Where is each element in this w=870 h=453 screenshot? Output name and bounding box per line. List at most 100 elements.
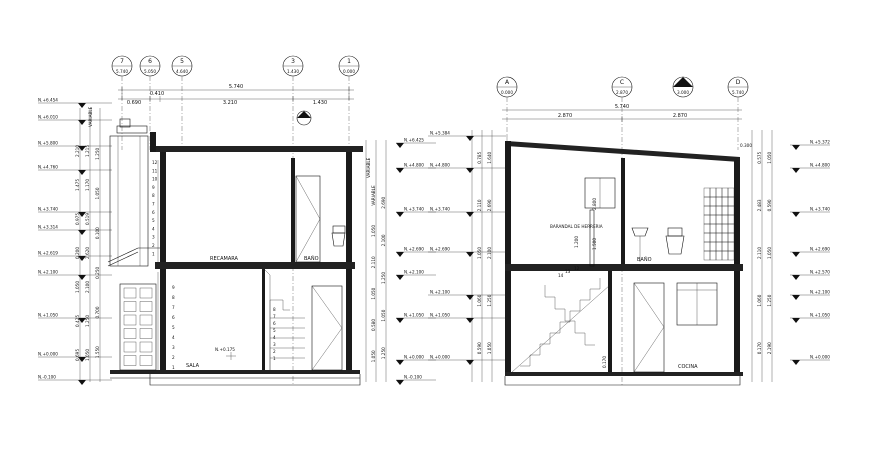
tile <box>715 223 723 234</box>
tile <box>721 250 729 261</box>
variable-label: VARIABLE <box>88 106 93 127</box>
dimension-label: 0.785 <box>477 151 482 163</box>
tile <box>709 205 717 216</box>
axis-id: 5 <box>180 58 184 65</box>
level-label: N.+3.740 <box>430 207 450 212</box>
axis-id: 7 <box>120 58 124 65</box>
level-marker: N.-0.100 <box>38 375 112 385</box>
variable-label-right: VARIABLE <box>366 157 371 178</box>
level-label: N.+2.570 <box>810 270 830 275</box>
dimension-label: 1.050 <box>371 225 376 237</box>
dimension-label: 1.250 <box>381 272 386 284</box>
right-stair-numbers: 14 13 12 <box>558 266 580 278</box>
dimension-label: 1.050 <box>85 349 90 361</box>
dimension-label: 2.870 <box>673 113 687 119</box>
axis-bubble-7: 7 5.740 <box>111 55 133 77</box>
left-level-markers: N.+6.454N.+6.010N.+5.800N.+4.760N.+3.740… <box>38 98 112 385</box>
kitchen-door <box>311 285 343 371</box>
axis-id: A <box>505 79 510 86</box>
dimension-label: 2.110 <box>757 247 762 259</box>
left-right-dimension-lines <box>365 140 387 382</box>
level-marker: N.-0.100 <box>396 375 436 385</box>
axis-bubble-5: 5 4.640 <box>171 55 193 77</box>
axis-value: 5.050 <box>144 69 156 74</box>
wall <box>346 269 352 371</box>
level-label: N.+2.690 <box>810 247 830 252</box>
level-label: N.+4.760 <box>38 165 58 170</box>
dimension-label: 2.110 <box>371 256 376 268</box>
stair-number: 7 <box>152 202 155 207</box>
door-panel <box>139 328 153 339</box>
sink-icon <box>631 227 649 237</box>
stair-number: 6 <box>152 210 155 215</box>
dimension-label: 0.575 <box>757 151 762 163</box>
dimension-label: 1.060 <box>477 294 482 306</box>
axis-value: 4.640 <box>176 69 188 74</box>
level-label: N.+2.100 <box>38 270 58 275</box>
overall-dimension: 5.740 <box>229 84 243 90</box>
level-label: N.+3.740 <box>38 207 58 212</box>
dimension-label: 2.100 <box>487 247 492 259</box>
mezzanine-slab <box>155 262 355 269</box>
level-label: N.+1.050 <box>404 313 424 318</box>
dimension-label: 2.800 <box>592 198 597 210</box>
stair-number: 11 <box>152 168 158 173</box>
level-marker: N.+5.372 <box>790 140 830 150</box>
stair-number: 2 <box>172 355 175 360</box>
tile <box>709 196 717 207</box>
level-marker: N.+3.740 <box>428 207 508 217</box>
tile <box>727 223 735 234</box>
axis-id: C <box>620 79 624 86</box>
stair-number: 3 <box>172 345 175 350</box>
tile <box>703 232 711 243</box>
wall <box>160 152 166 266</box>
dimension-label: 0.590 <box>477 342 482 354</box>
dimension-label: 2.620 <box>85 247 90 259</box>
tile <box>703 214 711 225</box>
level-marker: N.+0.000 <box>790 355 830 365</box>
level-label: N.+2.100 <box>430 290 450 295</box>
level-label: N.-0.100 <box>38 375 56 380</box>
tile <box>727 187 735 198</box>
level-marker: N.+2.100 <box>38 270 112 280</box>
stair-number: 3 <box>273 342 276 347</box>
door-panel <box>123 287 137 299</box>
dimension-label: 1.430 <box>313 100 327 106</box>
dimension-label: 0.690 <box>127 100 141 106</box>
dimension-label: 1.250 <box>767 294 772 306</box>
front-door <box>119 283 157 371</box>
level-label: N.+0.000 <box>404 355 424 360</box>
inner-level: N.+0.175 <box>215 347 235 352</box>
level-label: N.+4.800 <box>430 163 450 168</box>
dimension-label: 2.870 <box>558 113 572 119</box>
level-marker: N.+6.454 <box>38 98 112 108</box>
right-building <box>504 141 743 386</box>
wall <box>734 271 740 373</box>
dimension-label: 0.695 <box>75 349 80 361</box>
dimension-label: 0.519 <box>85 213 90 225</box>
level-label: N.+5.384 <box>430 131 450 136</box>
tile <box>721 223 729 234</box>
level-marker: N.+4.760 <box>38 165 112 175</box>
stair-number: 8 <box>273 307 276 312</box>
stair-number: 7 <box>273 314 276 319</box>
stair-number: 5 <box>152 218 155 223</box>
stair-right <box>511 278 611 373</box>
stair-number: 3 <box>152 235 155 240</box>
stair-number: 2 <box>152 243 155 248</box>
kitchen-door <box>633 282 665 373</box>
level-label: N.+3.740 <box>810 207 830 212</box>
level-label: N.+1.050 <box>38 313 58 318</box>
axis-bubble-6: 6 5.050 <box>139 55 161 77</box>
tile <box>727 241 735 252</box>
dimension-label: 1.060 <box>757 294 762 306</box>
stair-number: 1 <box>172 365 175 370</box>
overall-dimension: 5.740 <box>615 104 629 110</box>
dimension-label: 2.690 <box>381 196 386 208</box>
tile <box>715 187 723 198</box>
tile <box>727 250 735 261</box>
left-right-vertical-dims: VARIABLE1.0502.1101.0500.5801.0502.6902.… <box>371 185 386 362</box>
dimension-label: 1.050 <box>381 309 386 321</box>
stair-number: 4 <box>273 335 276 340</box>
